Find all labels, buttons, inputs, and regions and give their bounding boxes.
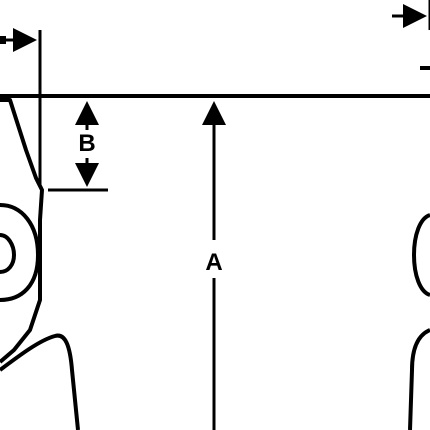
dimension-b-label: B [78,130,95,157]
left-arrow-cut [0,36,6,44]
pivot-inner [0,233,16,274]
dimension-a-label: A [205,249,222,276]
pivot-outer [0,203,40,302]
tool-left-jaw [0,98,80,430]
tool-right-handle [408,66,430,430]
